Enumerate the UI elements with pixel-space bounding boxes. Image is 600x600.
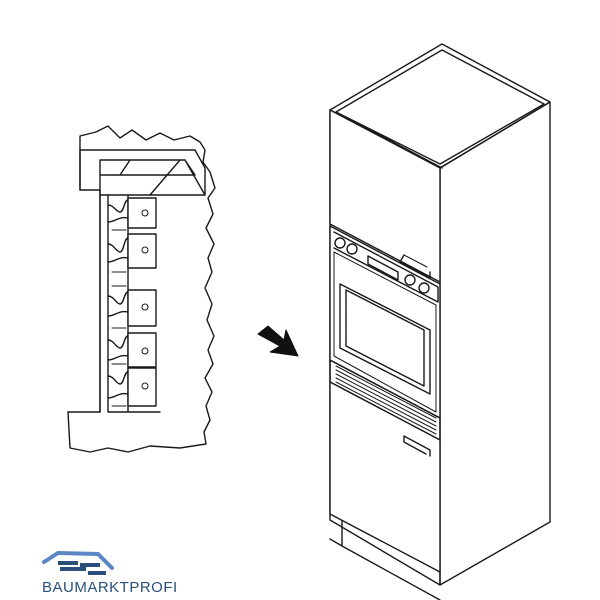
detail-hinge-view	[67, 125, 216, 453]
brand-logo-icon	[42, 550, 114, 575]
lower-door-handle	[403, 435, 431, 457]
hinge-mount-icon	[107, 197, 157, 229]
cabinet-top-inner	[335, 49, 545, 169]
oven-knob-icon	[418, 282, 430, 294]
oven-control-panel	[333, 231, 439, 303]
oven-window	[339, 283, 431, 395]
lower-door	[329, 381, 441, 573]
oven-display	[367, 255, 399, 281]
hinge-mount-icon	[107, 233, 157, 269]
cabinet-plinth	[329, 516, 441, 600]
oven-window-inner	[345, 289, 425, 387]
cabinet-side	[439, 101, 551, 586]
upper-door-handle	[399, 254, 431, 279]
direction-arrow-icon	[257, 325, 299, 357]
hinge-mount-icon	[107, 367, 157, 407]
detail-ribs	[111, 229, 127, 407]
hinge-mount-icon	[107, 289, 157, 327]
detail-outline	[67, 125, 216, 453]
detail-top-ledge	[79, 149, 206, 196]
oven-frame-inner	[333, 251, 437, 413]
detail-side-panel	[99, 194, 161, 413]
oven-knob-icon	[346, 243, 358, 255]
oven-knob-icon	[404, 274, 416, 286]
oven-knob-icon	[334, 237, 346, 249]
upper-door	[329, 109, 441, 283]
hinge-mount-icon	[107, 332, 157, 368]
upper-door-handle-grip	[403, 254, 428, 268]
brand-name: BAUMARKTPROFI	[42, 579, 178, 596]
tall-oven-cabinet	[329, 43, 551, 600]
